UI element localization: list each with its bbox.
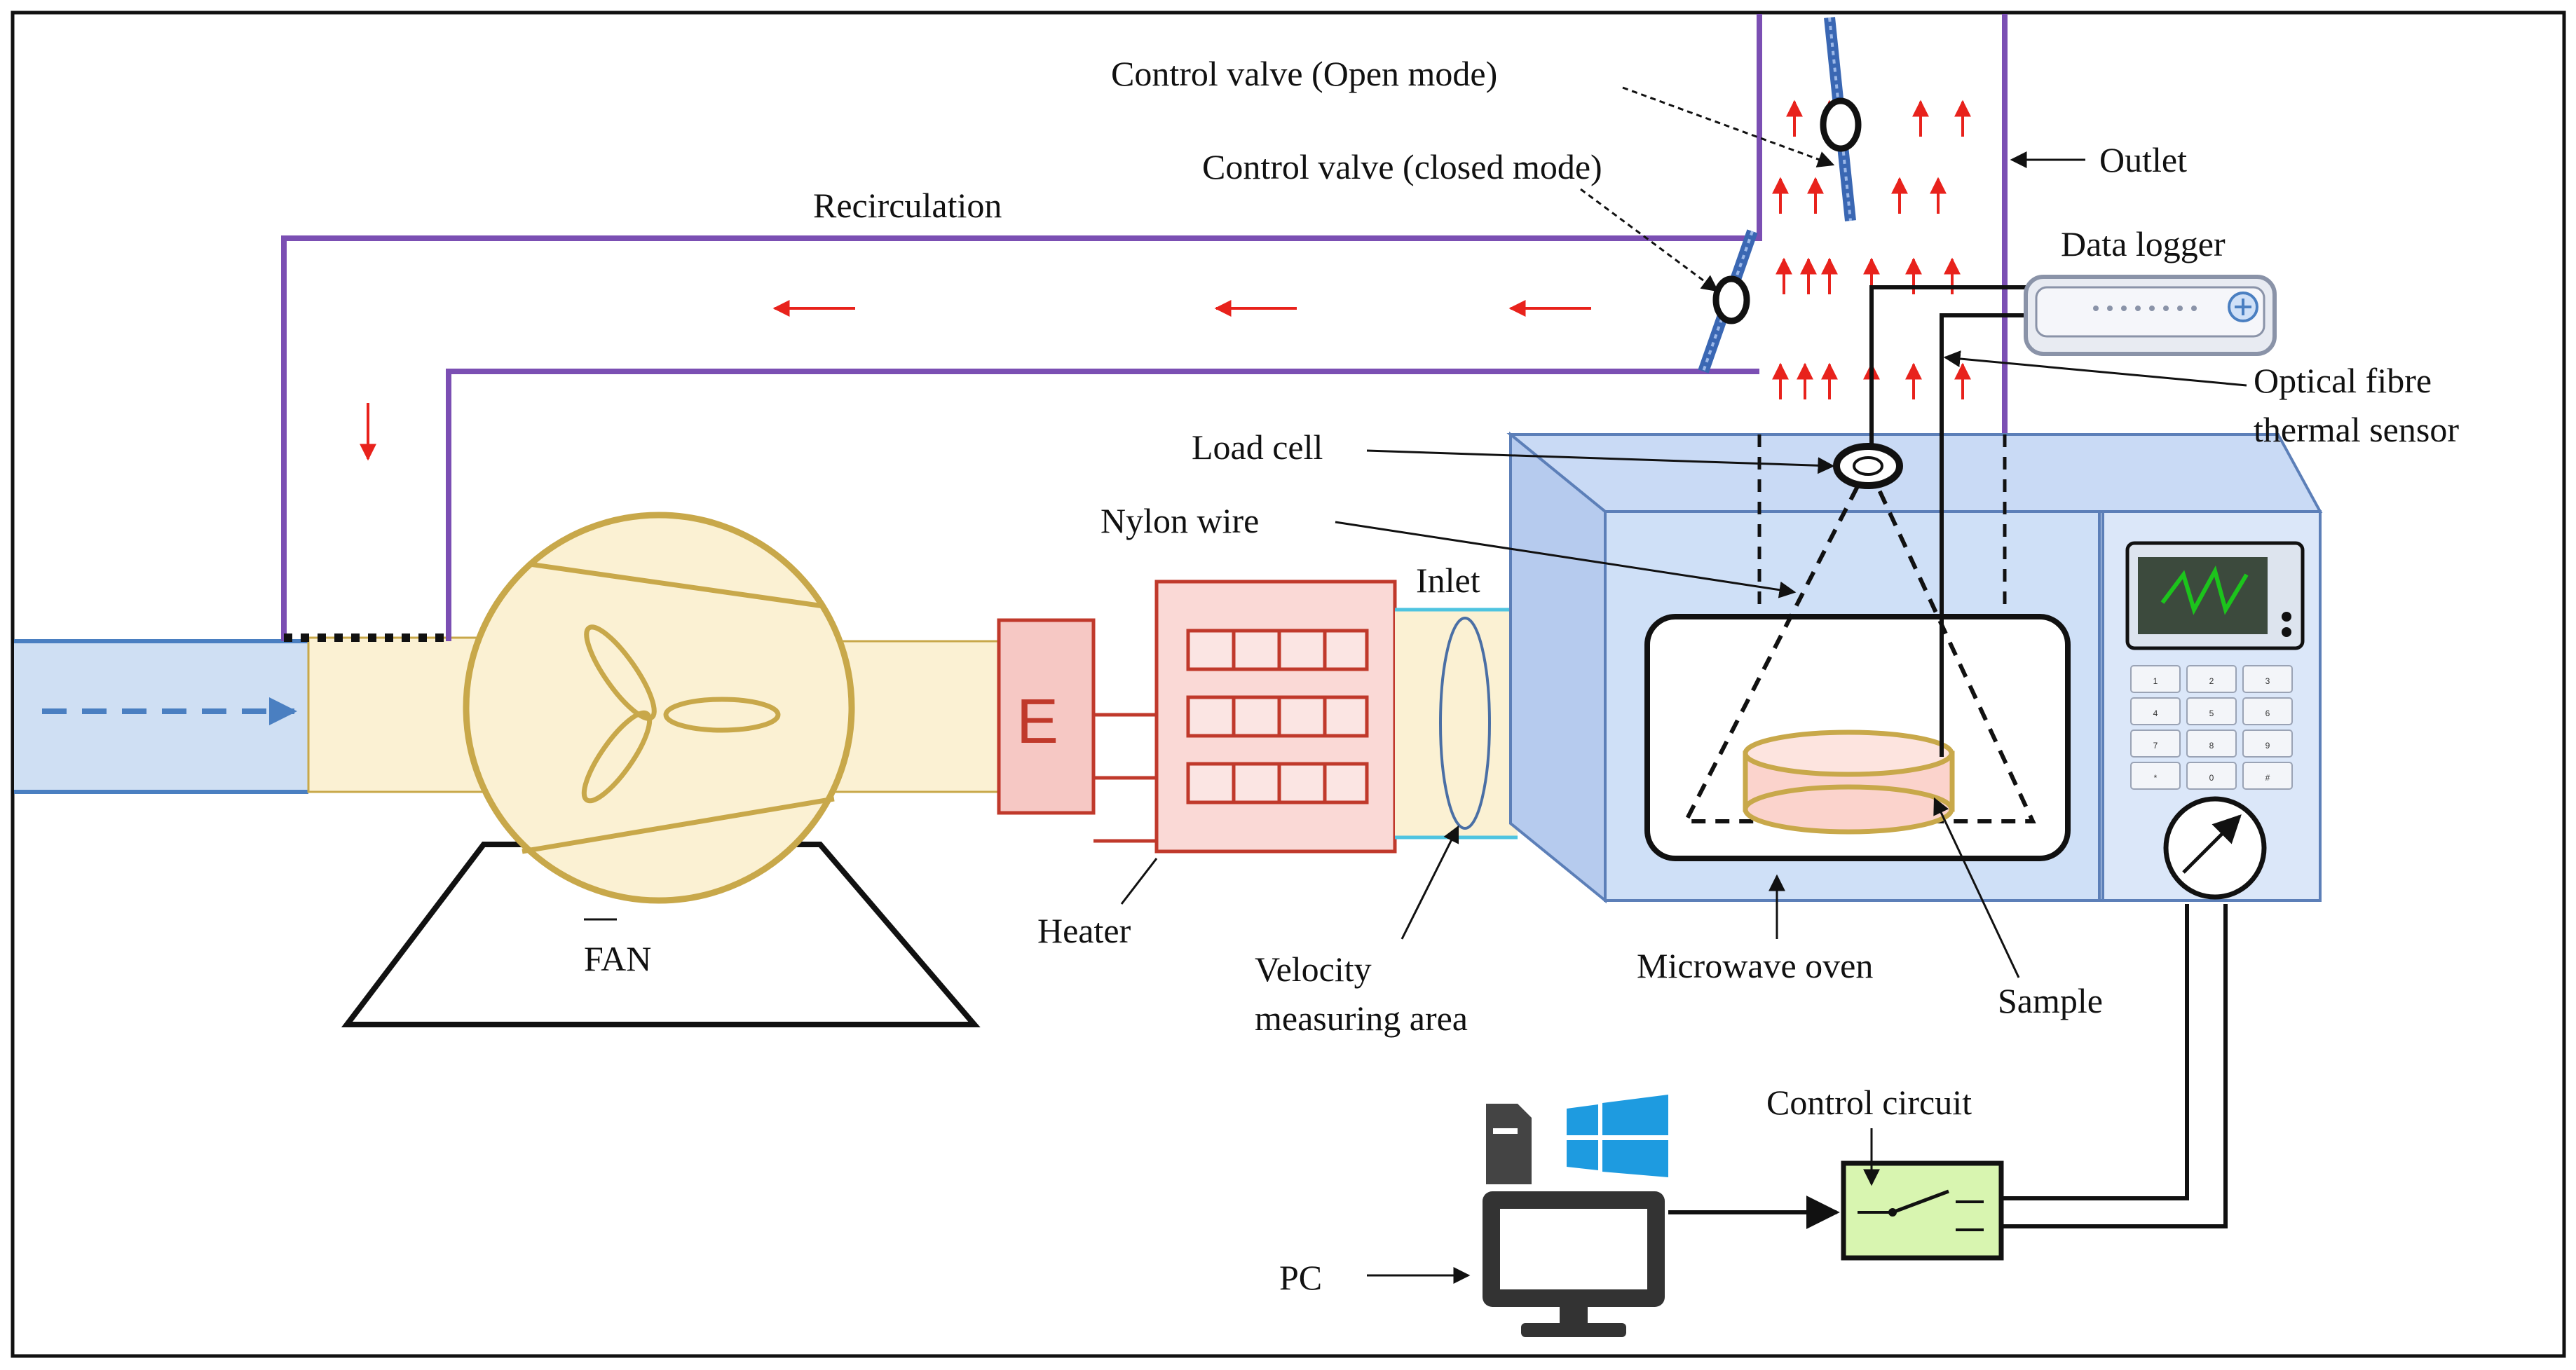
oven-display-signal [2160,566,2249,615]
velocity-label-line2: measuring area [1255,999,1468,1038]
nylon-wire-pointer [1335,521,1797,598]
heater-label: Heater [1037,911,1131,950]
sample-dish [1743,729,1955,835]
keypad-key-label: 2 [2209,676,2214,686]
keypad-key [2186,697,2237,725]
control-valve-open [1820,17,1862,221]
heater-power-letter: E [1016,687,1058,757]
control-circuit [1841,1160,2004,1261]
keypad-key-label: 3 [2265,676,2270,686]
keypad-key [2130,665,2181,693]
recirculation-label: Recirculation [813,186,1002,225]
oven-side-face [1509,431,1607,904]
oven-timer-dial [2163,796,2267,900]
data-logger [2024,275,2277,356]
control-valve-open-pointer [1622,86,1835,167]
oven-top-face [1506,433,2323,513]
control-valve-closed-label: Control valve (closed mode) [1202,147,1602,186]
fan-duct-right [826,640,1004,793]
recirculation-duct [281,14,2008,641]
velocity-pointer [1401,825,1459,940]
sample-pointer [1933,797,2020,978]
microwave-oven-label: Microwave oven [1637,946,1873,985]
heater-power-box [997,618,1096,815]
fan-blades [581,624,781,804]
keypad-key-label: 8 [2209,741,2214,751]
control-cables [2001,904,2228,1228]
pc-tower-icon [1486,1104,1532,1184]
inlet-section [1395,608,1551,840]
inlet-duct [14,639,308,794]
keypad-key-label: 6 [2265,708,2270,718]
velocity-label-line1: Velocity [1255,950,1372,989]
load-cell-pointer [1366,449,1835,474]
keypad-key-label: * [2154,773,2158,783]
control-valve-open-label: Control valve (Open mode) [1111,54,1497,93]
keypad-key-label: 1 [2153,676,2158,686]
keypad-key [2186,665,2237,693]
pc-label: PC [1279,1258,1322,1297]
data-logger-label: Data logger [2061,224,2226,263]
keypad-key [2130,762,2181,790]
keypad-key [2186,762,2237,790]
keypad-key [2130,697,2181,725]
keypad-key-label: 7 [2153,741,2158,751]
oven-control-panel: 1 2 3 4 5 6 7 8 9 * 0 # [2125,541,2305,900]
optical-fibre-label-line1: Optical fibre [2254,361,2432,400]
heater: E [997,580,1397,854]
fan-label: FAN [584,939,651,978]
fan [341,512,981,1027]
windows-logo-icon [1567,1095,1668,1177]
fan-duct-left [307,636,492,793]
inlet-label: Inlet [1416,561,1480,600]
recirculation-flow-arrows [360,300,1591,461]
keypad-key [2186,729,2237,758]
duct-hidden-edges [1757,434,2007,617]
oven-keypad: 1 2 3 4 5 6 7 8 9 * 0 # [2130,665,2293,790]
figure-border [11,11,2566,1358]
keypad-key [2130,729,2181,758]
control-valve-closed [1698,229,1758,374]
outlet-label: Outlet [2099,140,2187,179]
optical-fibre-label-line2: thermal sensor [2254,410,2459,449]
velocity-measuring-ring [1439,617,1491,830]
keypad-key-label: 4 [2153,708,2158,718]
keypad-key [2242,729,2293,758]
keypad-key [2242,665,2293,693]
keypad-key-label: 0 [2209,773,2214,783]
keypad-key-label: # [2265,773,2270,783]
keypad-key-label: 9 [2265,741,2270,751]
fan-housing [463,512,855,904]
load-cell-label: Load cell [1192,427,1323,467]
sensor-cables [1869,285,2026,757]
heater-pointer [1120,858,1158,905]
nylon-wire-label: Nylon wire [1100,501,1259,540]
keypad-key [2242,697,2293,725]
optical-fibre-pointer [1943,350,2247,387]
keypad-key-label: 5 [2209,708,2214,718]
control-valve-closed-pointer [1580,188,1719,292]
control-circuit-label: Control circuit [1766,1083,1972,1122]
sample-label: Sample [1998,981,2103,1020]
heating-elements [1186,629,1369,804]
keypad-key [2242,762,2293,790]
pc-monitor-icon [1483,1191,1665,1337]
